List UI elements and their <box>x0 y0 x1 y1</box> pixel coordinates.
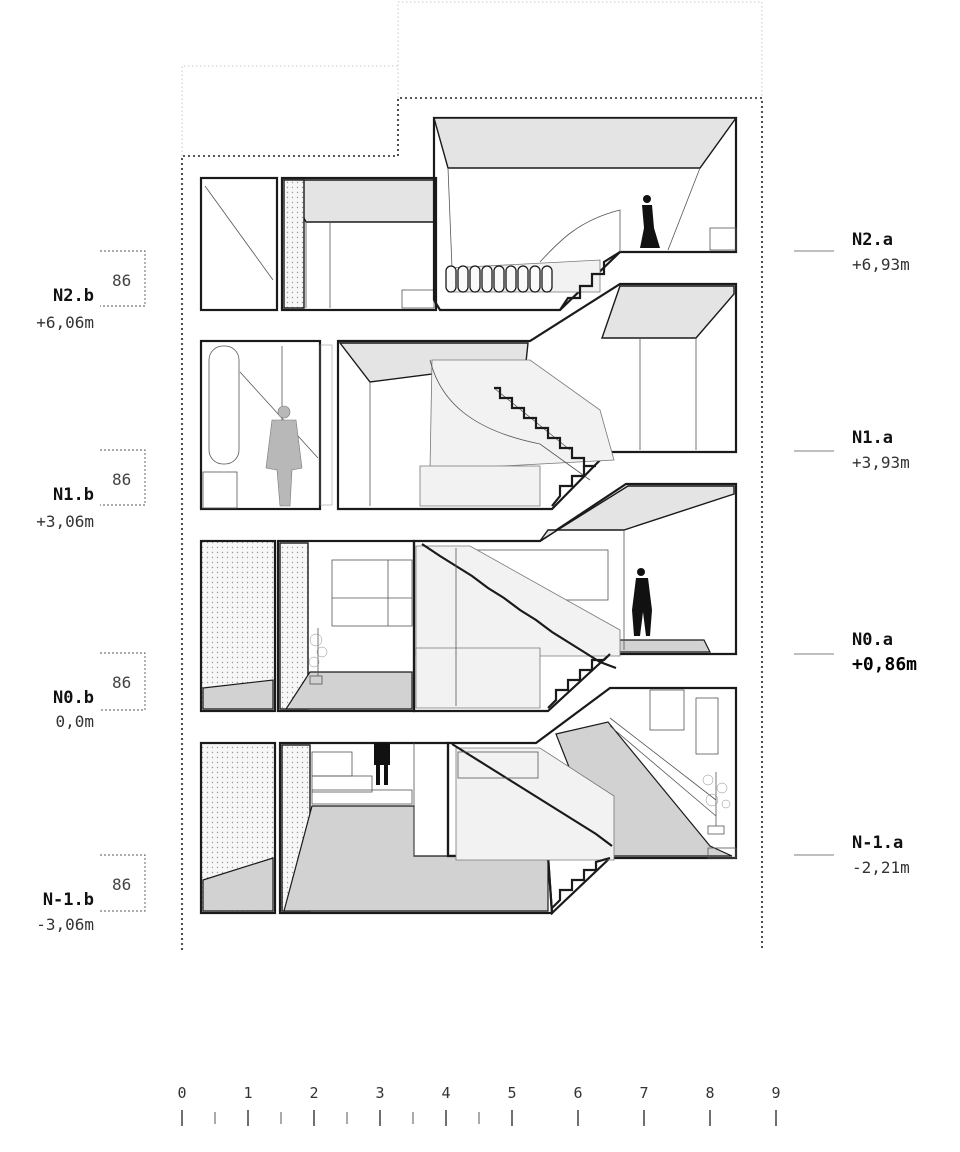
person-silhouette-n0 <box>632 568 652 636</box>
property-outline <box>181 1 763 950</box>
level-elevation: +6,93m <box>852 255 910 274</box>
level-elevation: +3,06m <box>36 512 94 531</box>
level-name: N1.b <box>53 485 94 505</box>
level-n1-rooms <box>199 282 738 511</box>
scale-label: 7 <box>639 1084 648 1102</box>
level-marker-n1b: 86 N1.b +3,06m <box>36 449 146 531</box>
scale-label: 2 <box>309 1084 318 1102</box>
level-elevation: +6,06m <box>36 313 94 332</box>
level-elevation: -3,06m <box>36 915 94 934</box>
level-name: N2.b <box>53 286 94 306</box>
level-name: N-1.a <box>852 833 903 853</box>
level-n2-rooms <box>199 116 738 312</box>
level-n-1-rooms <box>199 686 738 916</box>
level-marker-n-1b: 86 N-1.b -3,06m <box>36 854 146 934</box>
level-marker-n0a: N0.a +0,86m <box>794 630 917 675</box>
level-tag: 86 <box>112 875 131 894</box>
level-marker-n0b: 86 N0.b 0,0m <box>53 652 146 731</box>
level-n0-rooms <box>199 482 738 713</box>
n2-balustrade <box>445 265 553 293</box>
scale-label: 5 <box>507 1084 516 1102</box>
scale-label: 9 <box>771 1084 780 1102</box>
person-silhouette-n2 <box>640 195 660 248</box>
scale-label: 3 <box>375 1084 384 1102</box>
scale-bar: 0 1 2 3 4 5 6 7 8 9 <box>177 1084 781 1126</box>
level-marker-n2b: 86 N2.b +6,06m <box>36 250 146 332</box>
level-marker-n-1a: N-1.a -2,21m <box>794 833 910 877</box>
right-level-markers: N2.a +6,93m N1.a +3,93m N0.a +0,86m N-1.… <box>794 230 917 877</box>
level-elevation: -2,21m <box>852 858 910 877</box>
plant-n-1 <box>702 772 731 835</box>
level-name: N0.a <box>852 630 893 650</box>
level-name: N2.a <box>852 230 893 250</box>
level-tag: 86 <box>112 470 131 489</box>
level-tag: 86 <box>112 673 131 692</box>
scale-label: 0 <box>177 1084 186 1102</box>
scale-ticks <box>181 1110 777 1126</box>
level-marker-n1a: N1.a +3,93m <box>794 428 910 472</box>
level-tag: 86 <box>112 271 131 290</box>
person-legs-n-1 <box>374 743 390 785</box>
level-elevation: +0,86m <box>852 654 917 675</box>
person-silhouette-n1 <box>265 405 303 507</box>
scale-label: 4 <box>441 1084 450 1102</box>
left-level-markers: 86 N2.b +6,06m 86 N1.b +3,06m 86 N0.b 0,… <box>36 250 146 934</box>
level-name: N0.b <box>53 688 94 708</box>
level-elevation: 0,0m <box>55 712 94 731</box>
scale-label: 6 <box>573 1084 582 1102</box>
scale-label: 8 <box>705 1084 714 1102</box>
plant-n0 <box>308 628 328 685</box>
level-name: N1.a <box>852 428 893 448</box>
level-marker-n2a: N2.a +6,93m <box>794 230 910 274</box>
level-name: N-1.b <box>43 890 94 910</box>
scale-label: 1 <box>243 1084 252 1102</box>
level-elevation: +3,93m <box>852 453 910 472</box>
